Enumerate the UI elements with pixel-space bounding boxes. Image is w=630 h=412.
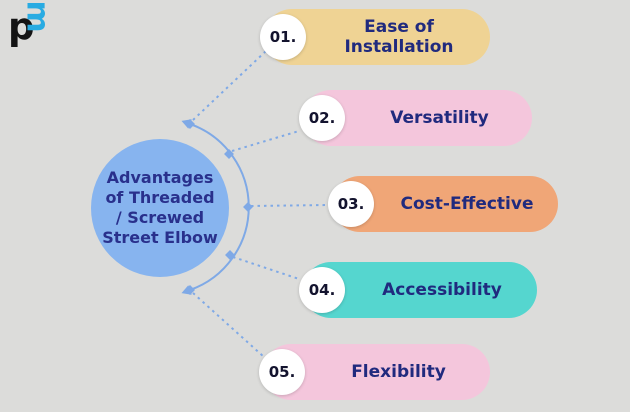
step-number-badge-1: 01. (260, 14, 306, 60)
step-number-5: 05. (268, 363, 296, 381)
step-number-2: 02. (308, 109, 336, 127)
dotted-line-2 (231, 130, 300, 152)
arc-arrowhead-bottom-icon (181, 285, 192, 295)
dotted-line-3 (250, 204, 330, 207)
advantage-label-1: Ease of Installation (344, 17, 454, 57)
central-topic-circle: Advantages of Threaded / Screwed Street … (91, 139, 229, 277)
advantage-pill-3: 03. Cost-Effective (328, 176, 558, 232)
step-number-badge-5: 05. (259, 349, 305, 395)
step-number-badge-3: 03. (328, 181, 374, 227)
step-number-badge-4: 04. (299, 267, 345, 313)
advantage-pill-1: 01. Ease of Installation (260, 9, 490, 65)
title-line-2: of Threaded (105, 188, 215, 207)
arc-arrowhead-top-icon (181, 119, 192, 129)
title-line-1: Advantages (106, 168, 214, 187)
advantage-label-2: Versatility (390, 108, 489, 128)
advantage-pill-4: 04. Accessibility (299, 262, 537, 318)
step-number-1: 01. (269, 28, 297, 46)
step-number-badge-2: 02. (299, 95, 345, 141)
brand-logo: p m (6, 0, 58, 58)
logo-letter-m: m (19, 0, 56, 33)
dotted-line-5 (192, 292, 265, 358)
title-line-3: / Screwed (115, 208, 205, 227)
advantage-pill-5: 05. Flexibility (259, 344, 490, 400)
advantage-label-3: Cost-Effective (400, 194, 534, 214)
title-line-4: Street Elbow (102, 228, 218, 247)
arc-node-3 (243, 202, 253, 212)
logo-letter-p: p (8, 5, 35, 48)
advantage-pill-2: 02. Versatility (299, 90, 532, 146)
arc-node-4 (225, 250, 235, 260)
dotted-line-1 (192, 50, 267, 121)
step-number-3: 03. (337, 195, 365, 213)
advantage-label-5: Flexibility (351, 362, 446, 382)
arc-node-2 (224, 149, 234, 159)
step-number-4: 04. (308, 281, 336, 299)
central-topic-title: Advantages of Threaded / Screwed Street … (102, 168, 218, 248)
dotted-line-4 (232, 256, 300, 280)
advantage-label-4: Accessibility (382, 280, 502, 300)
